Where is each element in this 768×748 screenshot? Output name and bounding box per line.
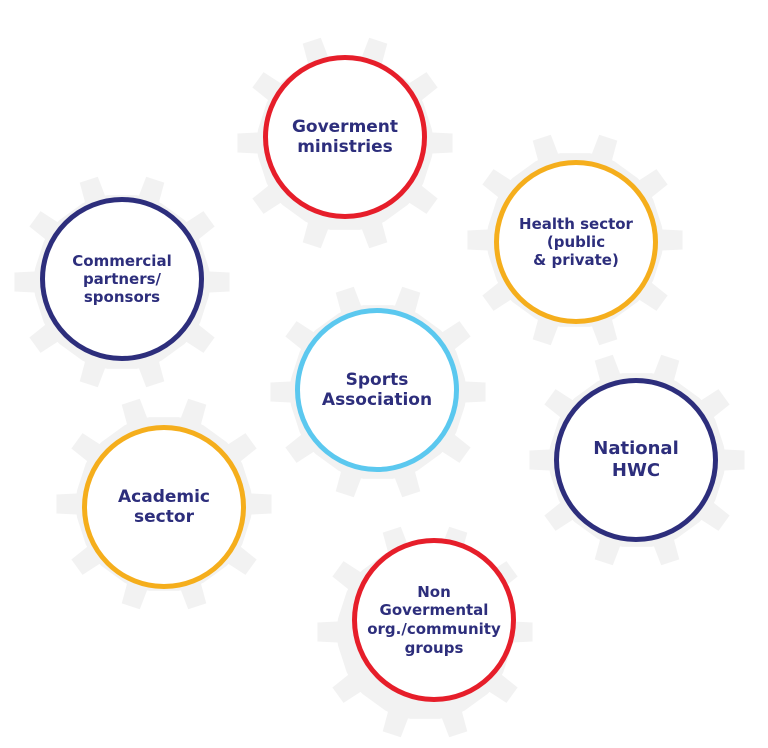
node-label: Health sector (public & private) [519,215,633,269]
node-label: Goverment ministries [291,116,399,157]
node-label: Commercial partners/ sponsors [72,252,172,306]
node-academic-sector: Academic sector [82,425,246,589]
node-health-sector: Health sector (public & private) [494,160,658,324]
node-label: Sports Association [321,369,433,410]
node-goverment-ministries: Goverment ministries [263,55,427,219]
node-label: Academic sector [117,486,211,527]
node-commercial-partners: Commercial partners/ sponsors [40,197,204,361]
node-label: Non Govermental org./community groups [367,582,501,657]
node-non-govermental-org: Non Govermental org./community groups [352,538,516,702]
node-sports-association: Sports Association [295,308,459,472]
node-label: National HWC [593,438,679,481]
node-national-hwc: National HWC [554,378,718,542]
